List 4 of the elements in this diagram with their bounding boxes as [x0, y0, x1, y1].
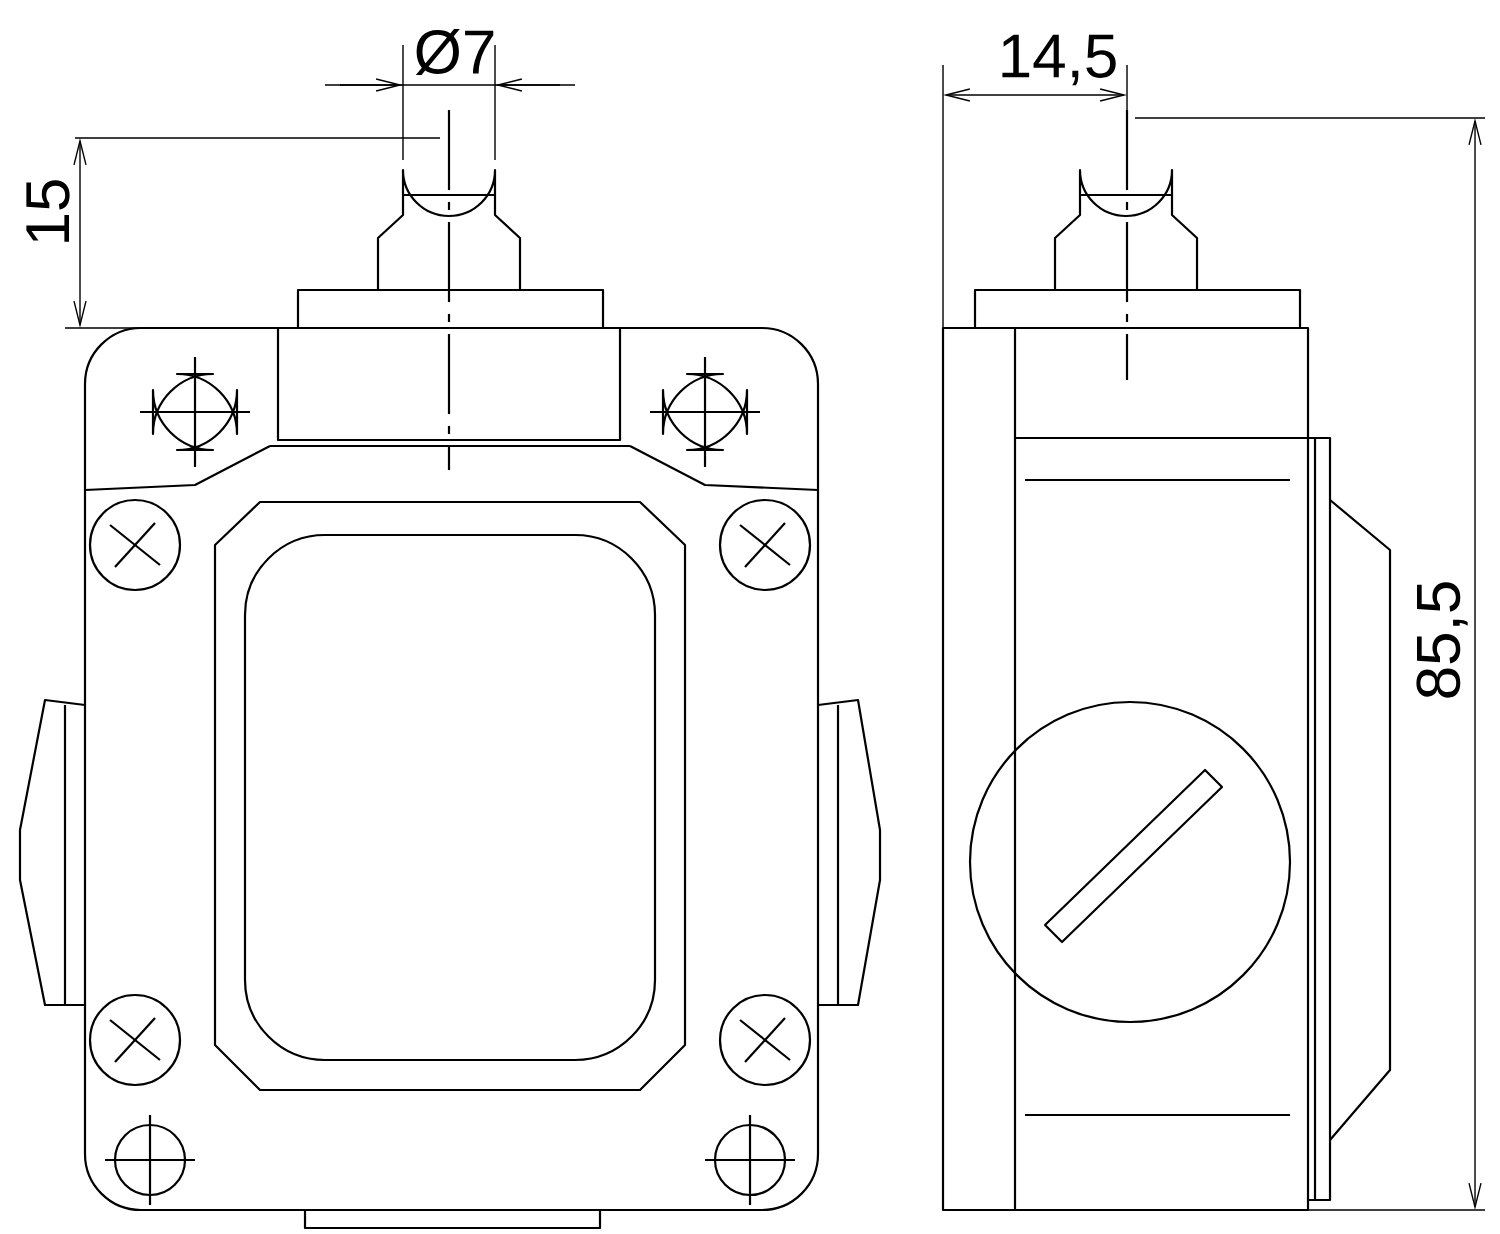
dimension-label: 85,5	[1416, 582, 1468, 698]
dimension-label: 14,5	[1002, 34, 1116, 86]
dimension-label: 15	[26, 180, 70, 242]
dimension-label: Ø7	[415, 29, 494, 75]
